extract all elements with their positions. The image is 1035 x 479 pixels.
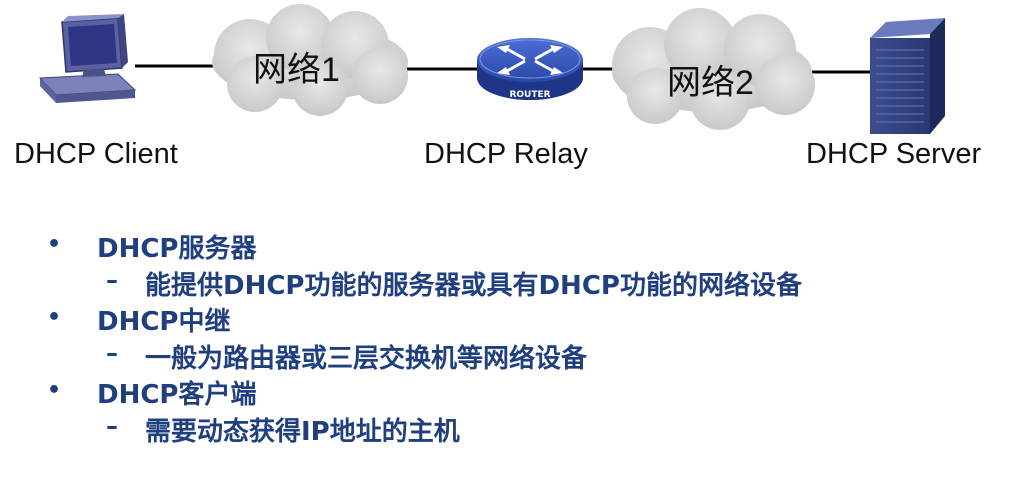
dash-marker: – [106,266,118,294]
role-title-server: DHCP服务器 [97,234,257,264]
bullet-marker: • [47,232,62,257]
role-list: • DHCP服务器 – 能提供DHCP功能的服务器或具有DHCP功能的网络设备 … [0,228,1035,447]
role-detail-client: 需要动态获得IP地址的主机 [145,417,460,447]
client-label: DHCP Client [14,138,178,170]
list-subitem: – 能提供DHCP功能的服务器或具有DHCP功能的网络设备 [0,265,1035,301]
router-icon-text: ROUTER [509,90,550,100]
list-subitem: – 一般为路由器或三层交换机等网络设备 [0,338,1035,374]
list-item: • DHCP客户端 [0,374,1035,411]
role-detail-relay: 一般为路由器或三层交换机等网络设备 [145,344,588,374]
desktop-computer-icon [38,14,137,103]
list-subitem: – 需要动态获得IP地址的主机 [0,411,1035,447]
list-item: • DHCP中继 [0,301,1035,338]
network-cloud-2 [612,8,815,130]
role-title-relay: DHCP中继 [97,307,231,337]
bullet-marker: • [47,305,62,330]
cloud-2-label: 网络2 [667,64,754,102]
list-item: • DHCP服务器 [0,228,1035,265]
bullet-marker: • [47,378,62,403]
dash-marker: – [106,412,118,440]
router-icon [477,38,583,100]
cloud-1-label: 网络1 [253,51,340,89]
role-detail-server: 能提供DHCP功能的服务器或具有DHCP功能的网络设备 [145,271,802,301]
network-diagram: ROUTER [38,4,945,134]
network-cloud-1 [212,4,408,116]
relay-label: DHCP Relay [424,138,588,170]
tower-server-icon [870,18,945,134]
role-title-client: DHCP客户端 [97,380,257,410]
server-label: DHCP Server [806,138,982,170]
dash-marker: – [106,339,118,367]
